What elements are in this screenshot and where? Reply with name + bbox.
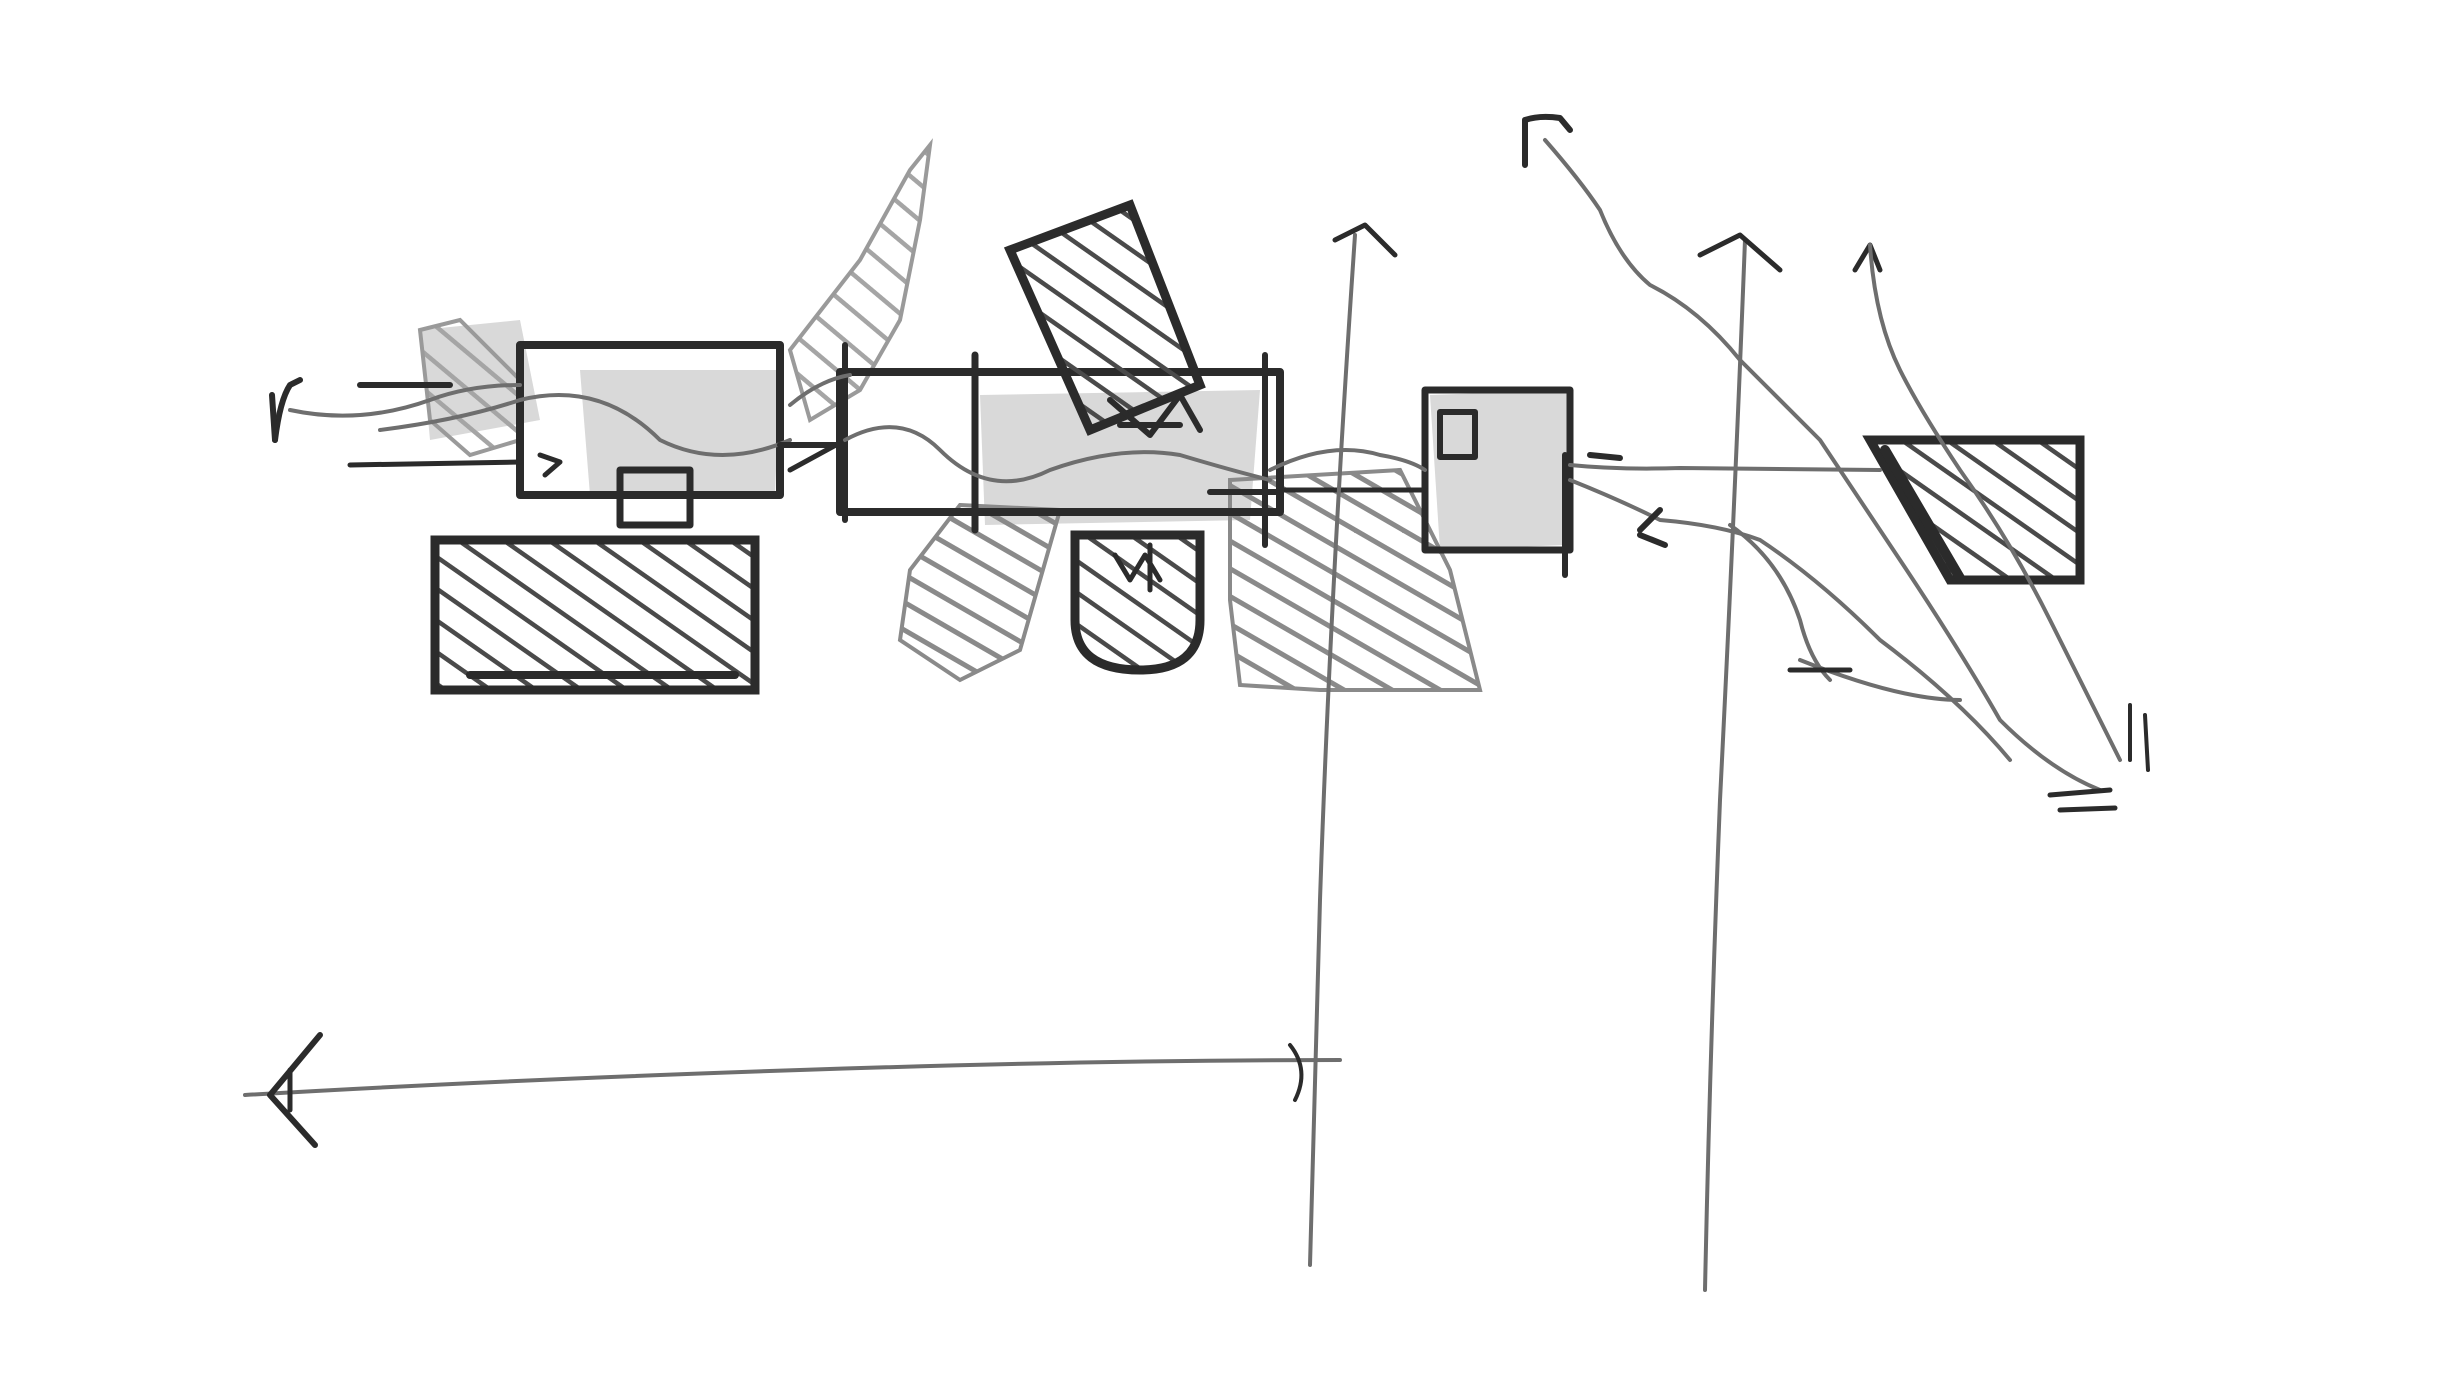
flow-line-middle xyxy=(843,425,1428,495)
flow-lines-left xyxy=(269,377,792,468)
vertical-arrow-2 xyxy=(1697,232,1783,1292)
arrow-top-right xyxy=(1852,242,2122,762)
hatched-block-bottom-left xyxy=(430,535,760,695)
end-marks xyxy=(2047,703,2150,813)
horizontal-arrow-bottom xyxy=(243,1032,1342,1148)
box-left xyxy=(516,341,784,529)
background-wash xyxy=(420,320,1570,550)
grey-shard-top xyxy=(787,138,933,424)
hatched-block-rounded xyxy=(1070,530,1205,675)
hatched-block-rotated xyxy=(1003,199,1206,438)
grey-shard-bottom-right xyxy=(1228,467,1483,692)
grey-shard-bottom-left xyxy=(897,502,1063,683)
connector-left-middle xyxy=(777,373,852,473)
wandering-line-top-right xyxy=(1522,113,2102,792)
vertical-arrow-1 xyxy=(1308,222,1398,1267)
flow-lines-right xyxy=(1568,452,2012,762)
hatched-block-right xyxy=(1862,435,2085,585)
